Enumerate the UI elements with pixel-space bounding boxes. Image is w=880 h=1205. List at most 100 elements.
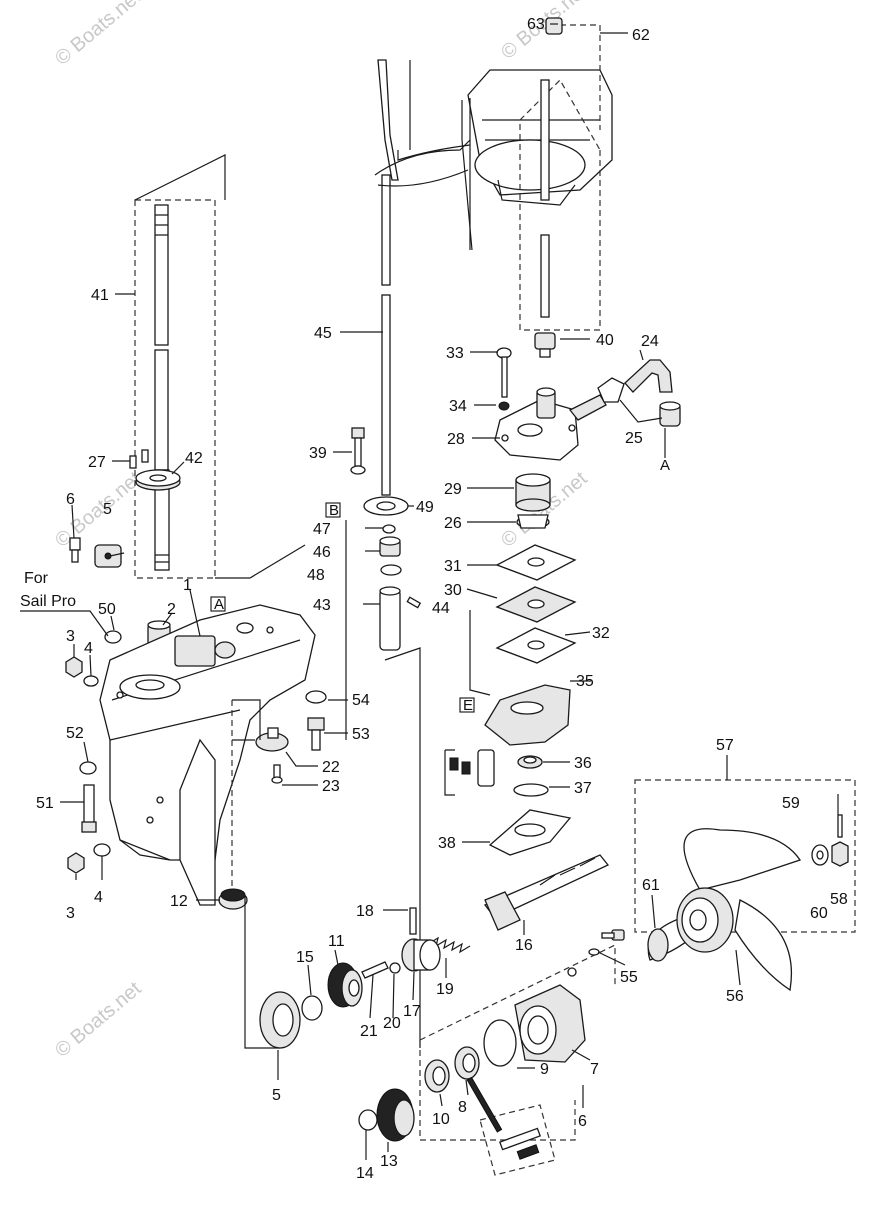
pin-29 (129, 455, 137, 469)
washer-62 (811, 844, 829, 866)
rod-dash (384, 647, 421, 1048)
callout-8: 6 (578, 1113, 587, 1130)
callout-17: 15 (296, 949, 314, 966)
callout-42: 40 (596, 332, 614, 349)
callout-10: 8 (458, 1099, 467, 1116)
nut-60 (831, 841, 849, 867)
callout-44: 42 (185, 450, 203, 467)
carrier-9 (514, 967, 586, 1063)
pinion-gear-14 (218, 888, 248, 910)
spring-21 (427, 936, 471, 954)
ball-22 (389, 962, 401, 974)
group-box-64 (519, 24, 601, 331)
gasket-33 (495, 544, 577, 581)
grommet-42 (534, 332, 556, 358)
propeller-58 (647, 828, 802, 992)
callout-59: 57 (716, 737, 734, 754)
spacer-63 (647, 928, 669, 962)
pin-20 (409, 907, 417, 935)
shift-rod-64 (540, 17, 563, 318)
callout-30: 28 (447, 431, 465, 448)
callout-60: 58 (830, 891, 848, 908)
plunger-23 (361, 961, 389, 979)
bearing-7 (259, 991, 301, 1049)
callout-labels: 63 62 41 45 33 40 24 34 28 25 39 27 42 2… (36, 16, 848, 1182)
note-line-2: Sail Pro (20, 593, 76, 610)
callout-36: 34 (449, 398, 467, 415)
callout-39: 37 (574, 780, 592, 797)
callout-16: 14 (356, 1165, 374, 1182)
callout-63: 61 (642, 877, 660, 894)
group-box-59 (634, 779, 856, 933)
o-ring-50 (380, 564, 402, 576)
pin-29b (141, 449, 149, 463)
upper-casing-sketch (467, 69, 613, 250)
callout-7: 5 (272, 1087, 281, 1104)
callout-64: 62 (632, 27, 650, 44)
washer-4-lower (93, 843, 111, 857)
callout-4b: 4 (94, 889, 103, 906)
axis-bracket (232, 699, 261, 741)
axis-line-7 (244, 895, 280, 1049)
callout-5: 5 (103, 501, 112, 518)
callout-3b: 3 (66, 905, 75, 922)
callout-65: 63 (527, 16, 545, 33)
callout-23: 21 (360, 1023, 378, 1040)
o-ring-49 (382, 524, 396, 534)
group-box-43 (134, 199, 216, 579)
grommet-51 (363, 496, 409, 516)
gear-13 (327, 962, 363, 1008)
callout-26: 24 (641, 333, 659, 350)
hose-26 (597, 359, 673, 403)
callout-46: 44 (432, 600, 450, 617)
watermark: © Boats.net (51, 467, 146, 551)
callout-1: 1 (183, 577, 192, 594)
callout-35: 33 (446, 345, 464, 362)
insert-cartridge-31 (515, 473, 551, 512)
washer-54 (79, 761, 97, 775)
callout-47: 45 (314, 325, 332, 342)
callout-19: 17 (403, 1003, 421, 1020)
shim-17 (301, 995, 323, 1021)
callout-48: 46 (313, 544, 331, 561)
oil-seal-38 (517, 755, 543, 769)
callout-13: 11 (328, 933, 345, 950)
callout-33: 31 (444, 558, 462, 575)
callout-25: 23 (322, 778, 340, 795)
bolt-55 (307, 717, 325, 751)
screw-25 (271, 764, 283, 784)
washer-4-upper (83, 675, 99, 687)
ref-A-label: A (214, 596, 224, 613)
note-lead (20, 610, 109, 637)
plate-32 (495, 586, 577, 623)
callout-37: 35 (576, 673, 594, 690)
clip-5 (94, 544, 122, 568)
callout-31: 29 (444, 481, 462, 498)
callout-40: 38 (438, 835, 456, 852)
nut-3-lower (67, 852, 85, 874)
pin-46 (406, 596, 422, 609)
bracket-24 (255, 727, 289, 752)
callout-27: 25 (625, 430, 643, 447)
ref-box-B: B (325, 502, 341, 519)
callout-2: 2 (167, 601, 176, 618)
callout-11: 9 (540, 1061, 549, 1078)
callout-6: 6 (66, 491, 75, 508)
shim-16 (358, 1109, 378, 1131)
callout-61: 59 (782, 795, 800, 812)
note-line-1: For (24, 570, 49, 587)
callout-12: 10 (432, 1111, 450, 1128)
bolt-41 (351, 427, 365, 467)
o-ring-39 (513, 783, 549, 797)
washer-36 (498, 401, 510, 411)
hose-ref-A: A (660, 457, 670, 474)
callout-28: 26 (444, 515, 462, 532)
callout-38: 36 (574, 755, 592, 772)
seal-52 (104, 630, 122, 644)
gasket-34 (495, 627, 577, 664)
clutch-19 (401, 938, 441, 972)
callout-22: 20 (383, 1015, 401, 1032)
callout-57: 55 (620, 969, 638, 986)
